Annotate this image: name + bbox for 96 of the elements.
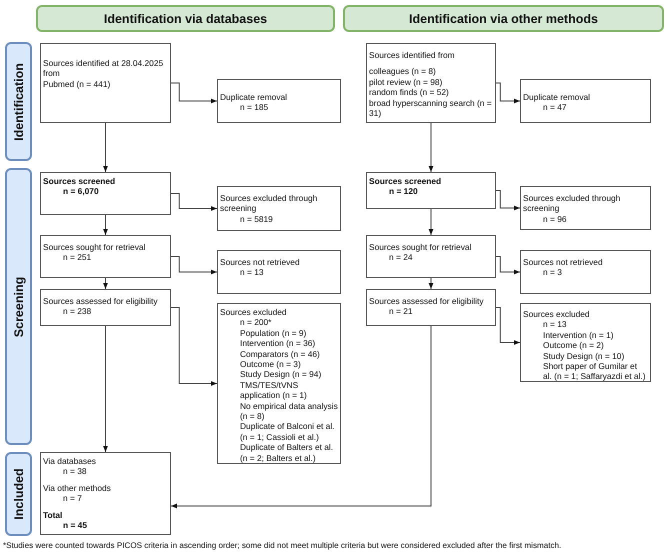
box-text: Sources screened	[43, 176, 116, 186]
box-text: n = 200*	[239, 317, 272, 328]
box-text: random finds (n = 52)	[369, 87, 450, 98]
box-text: Sources identified from	[369, 50, 456, 60]
arrow	[496, 190, 520, 210]
arrow	[428, 208, 434, 236]
box-text: n = 7	[62, 493, 83, 504]
box-text: Identification via other methods	[409, 12, 598, 26]
box-text: Sources not retrieved	[220, 257, 301, 268]
box-text: Study Design (n = 10)	[542, 350, 626, 362]
box-text: Short paper of Gumilar et al. (n = 1; Saffaryazdi et al.)	[542, 361, 646, 382]
arrow	[496, 307, 520, 345]
process-box	[366, 235, 496, 278]
box-text: Outcome (n = 2)	[542, 340, 605, 351]
box-text: Sources sought for retrieval	[43, 242, 146, 252]
arrow	[496, 82, 520, 104]
box-text: Identification via databases	[104, 12, 268, 26]
box-text: TMS/TES/tVNS application (n = 1)	[239, 380, 308, 401]
box-text: Identification	[12, 62, 26, 140]
box-text: Duplicate removal	[220, 92, 288, 102]
box-text: Sources sought for retrieval	[369, 242, 472, 252]
box-text: Sources assessed for eligibility	[43, 296, 159, 306]
box-text: Sources identified at 28.04.2025 from	[43, 58, 164, 79]
box-text: Via databases	[43, 456, 97, 466]
box-text: Duplicate removal	[523, 92, 592, 102]
arrow	[103, 122, 108, 172]
arrow	[170, 326, 432, 508]
box-text: n = 3	[542, 267, 563, 278]
process-box	[217, 79, 341, 123]
box-text: Population (n = 9)	[239, 328, 308, 338]
process-box	[217, 303, 341, 464]
arrow	[170, 193, 218, 211]
process-box	[217, 250, 341, 294]
box-text: Comparators (n = 46)	[239, 348, 321, 360]
process-box	[40, 43, 171, 123]
arrow	[428, 278, 434, 290]
box-text: Study Design (n = 94)	[239, 369, 322, 380]
process-box	[366, 289, 496, 326]
process-box	[366, 43, 496, 123]
box-text: n = 21	[388, 306, 414, 317]
arrow	[496, 256, 520, 274]
box-text: n = 6,070	[62, 186, 100, 197]
box-text: n = 251	[62, 252, 92, 263]
box-text: Intervention (n = 36)	[239, 338, 316, 349]
box-text: Pubmed (n = 441)	[43, 78, 112, 90]
box-text: n = 5819	[239, 214, 274, 224]
box-text: n = 120	[388, 186, 419, 197]
box-text: Via other methods	[43, 482, 112, 494]
phase-band	[5, 168, 32, 445]
box-text: n = 45	[62, 520, 88, 530]
box-text: Sources screened	[369, 176, 442, 186]
section-header	[343, 5, 664, 32]
process-box	[40, 452, 171, 535]
box-text: n = 185	[239, 102, 270, 113]
phase-band	[5, 452, 32, 536]
box-text: Duplicate of Balconi et al. (n = 1; Cassioli et al.)	[239, 421, 336, 442]
box-text: Sources not retrieved	[523, 257, 604, 268]
box-text: Duplicate of Balters et al. (n = 2; Balters et al.)	[239, 442, 334, 464]
box-text: n = 47	[542, 102, 568, 113]
footnote: *Studies were counted towards PICOS criteria in ascending order; some did not meet multiple criteria but were considered excluded after the first mismatch.	[3, 541, 562, 550]
process-box	[520, 250, 651, 294]
box-text: broad hyperscanning search (n = 31)	[369, 98, 493, 118]
arrow	[170, 256, 218, 274]
box-text: No empirical data analysis (n = 8)	[239, 400, 338, 422]
box-text: n = 238	[62, 306, 92, 317]
process-box	[366, 172, 496, 209]
box-text: n = 38	[62, 466, 88, 477]
box-text: Intervention (n = 1)	[542, 330, 615, 340]
box-text: n = 13	[239, 267, 265, 278]
box-text: Included	[12, 468, 26, 520]
arrow	[170, 307, 218, 386]
box-text: Screening	[12, 276, 26, 337]
box-text: Total	[43, 510, 64, 520]
box-text: n = 24	[388, 252, 414, 263]
box-text: Outcome (n = 3)	[239, 359, 302, 370]
box-text: Sources excluded	[523, 309, 591, 320]
process-box	[520, 186, 651, 230]
box-text: Sources assessed for eligibility	[369, 296, 485, 306]
process-box	[217, 186, 341, 231]
process-box	[40, 235, 171, 278]
arrow	[103, 278, 108, 290]
phase-band	[5, 42, 32, 161]
box-text: Sources excluded	[220, 307, 288, 318]
arrow	[170, 82, 218, 104]
process-box	[520, 79, 651, 123]
arrow	[103, 326, 108, 452]
box-text: pilot review (n = 98)	[369, 76, 444, 88]
process-box	[40, 172, 171, 215]
process-box	[40, 289, 171, 326]
arrow	[103, 214, 108, 236]
process-box	[520, 303, 651, 382]
section-header	[36, 5, 335, 32]
box-text: colleagues (n = 8)	[369, 66, 437, 77]
box-text: n = 13	[542, 319, 568, 330]
arrow	[428, 122, 434, 172]
box-text: n = 96	[542, 214, 568, 224]
